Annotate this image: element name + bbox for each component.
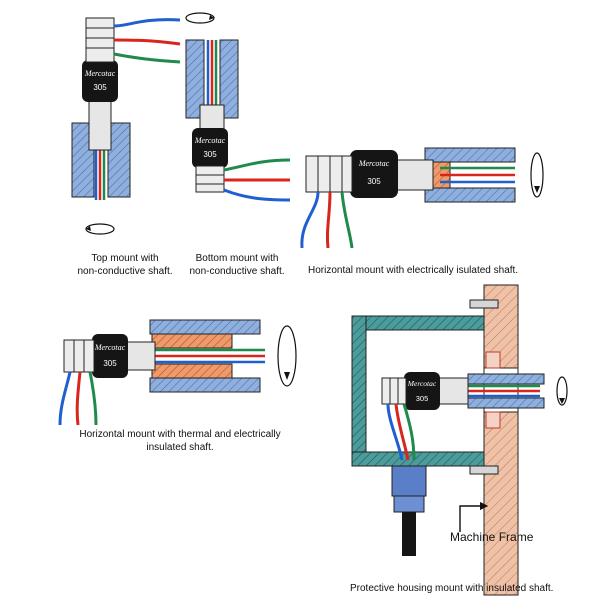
figure-bottom-mount: Mercotac 305 [185, 39, 291, 202]
wire-green [113, 52, 181, 64]
wire-blue [223, 188, 291, 202]
terminal-block [85, 17, 115, 63]
brand-logo: Mercotac [407, 379, 437, 388]
caption-thermal-insulated: Horizontal mount with thermal and electr… [79, 429, 281, 453]
model-number: 305 [367, 177, 381, 186]
rotation-arrow-icon [277, 325, 297, 387]
machine-frame-pointer [459, 501, 489, 532]
wire-red [75, 371, 82, 426]
shaft-top [424, 147, 516, 163]
wire-green [223, 158, 291, 172]
shaft-top [149, 319, 261, 335]
caption-protective-housing: Protective housing mount with insulated … [350, 583, 554, 594]
slip-ring-rotor [124, 341, 156, 371]
wire-green [88, 371, 98, 426]
figure-horizontal-isolated: Mercotac 305 [300, 147, 544, 249]
wire-blue [58, 371, 72, 426]
rotation-arrow-icon [185, 12, 215, 24]
figure-top-mount: Mercotac 305 [71, 12, 215, 235]
wire-blue [113, 18, 181, 28]
model-number: 305 [416, 394, 429, 403]
cable [402, 512, 416, 556]
figure-protective-housing: Mercotac 305 [351, 284, 568, 596]
wire-green [402, 403, 416, 461]
slip-ring-rotor [88, 99, 112, 151]
shaft-top [467, 373, 545, 385]
terminal-block [195, 165, 225, 193]
shaft-right [219, 39, 239, 119]
wire-red [325, 191, 332, 249]
machine-frame-label: Machine Frame [450, 530, 534, 544]
bolt-top [469, 299, 499, 309]
bearing-bottom [485, 411, 501, 429]
terminal-block [305, 155, 353, 193]
housing-top [351, 315, 485, 331]
shaft-left [185, 39, 205, 119]
brand-logo: Mercotac [194, 136, 226, 145]
rotation-arrow-icon [556, 376, 568, 406]
cable-gland [391, 465, 427, 497]
terminal-block [381, 377, 407, 405]
brand-logo: Mercotac [84, 69, 116, 78]
wire-red [394, 403, 410, 461]
wire-blue [300, 191, 320, 249]
slip-ring-body [92, 334, 128, 378]
caption-bottom-mount: Bottom mount with non-conductive shaft. [189, 253, 285, 277]
wire-green [340, 191, 354, 249]
figure-horizontal-thermal: Mercotac 305 [58, 319, 297, 426]
insulator-bottom [151, 363, 233, 379]
terminal-block [63, 339, 95, 373]
housing-bottom [351, 451, 485, 467]
insulator-top [151, 333, 233, 349]
brand-logo: Mercotac [358, 159, 390, 168]
shaft-right [107, 122, 131, 198]
slip-ring-rotor [437, 377, 469, 405]
slip-ring-body [404, 372, 440, 410]
shaft-bottom [424, 187, 516, 203]
bearing-top [485, 351, 501, 369]
gland-nut [393, 495, 425, 513]
bolt-bottom [469, 465, 499, 475]
housing-left [351, 315, 367, 467]
slip-ring-body [350, 150, 398, 198]
rotation-arrow-icon [85, 223, 115, 235]
slip-ring-body [192, 128, 228, 168]
slip-ring-body [82, 60, 118, 102]
brand-logo: Mercotac [94, 343, 126, 352]
model-number: 305 [203, 150, 217, 159]
machine-frame [483, 284, 519, 596]
model-number: 305 [103, 359, 117, 368]
caption-top-mount: Top mount with non-conductive shaft. [77, 253, 173, 277]
wire-blue [386, 403, 404, 461]
slip-ring-rotor [394, 159, 434, 191]
shaft-bottom [149, 377, 261, 393]
caption-horizontal-isolated: Horizontal mount with electrically isula… [308, 265, 519, 276]
model-number: 305 [93, 83, 107, 92]
rotation-arrow-icon [530, 152, 544, 198]
shaft-bottom [467, 397, 545, 409]
wire-red [113, 38, 181, 46]
